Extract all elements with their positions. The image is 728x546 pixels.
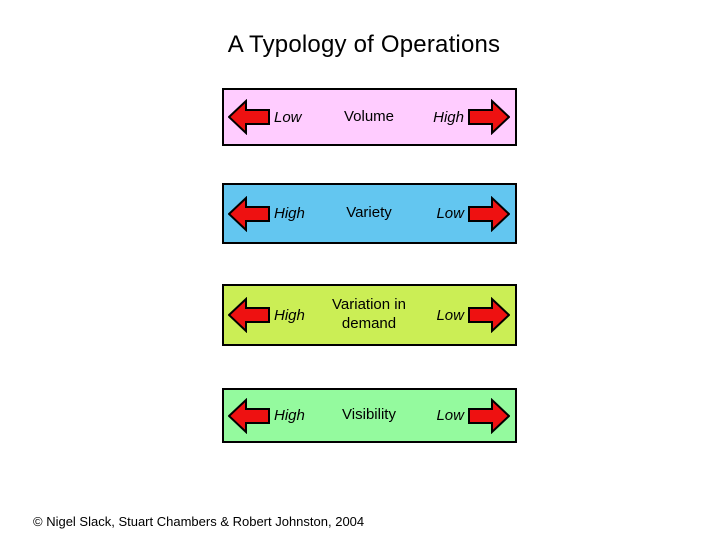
block-arrow-right-icon	[468, 195, 510, 232]
bar-right-label: High	[433, 108, 464, 126]
block-arrow-left-icon	[228, 99, 270, 135]
bar-center-label-wrap: Variation in demand	[332, 296, 406, 334]
block-arrow-right-icon	[468, 99, 510, 135]
block-arrow-left-icon	[228, 297, 270, 333]
bar-center-label-wrap: Visibility	[332, 406, 406, 425]
page-title: A Typology of Operations	[227, 31, 501, 58]
bar-center-label: Variety	[346, 204, 392, 222]
block-arrow-right-icon	[468, 297, 510, 333]
bar-center-label-wrap: Volume	[332, 108, 406, 127]
bar-right-label: Low	[436, 205, 464, 222]
bar-right-label: Low	[436, 306, 464, 324]
copyright-text: © Nigel Slack, Stuart Chambers & Robert …	[33, 514, 365, 529]
bar-left-label: High	[274, 407, 305, 424]
block-arrow-left-icon	[228, 397, 270, 434]
bar-right-label: Low	[436, 407, 464, 424]
bar-left-label: High	[274, 306, 305, 324]
bar-left-label: Low	[274, 108, 302, 126]
bar-volume: Low Volume High	[222, 88, 517, 146]
block-arrow-left-icon	[228, 195, 270, 232]
bar-center-label-wrap: Variety	[332, 204, 406, 223]
bar-center-label: Volume	[343, 107, 395, 125]
bar-left-label: High	[274, 205, 305, 222]
bar-center-label: Visibility	[342, 406, 396, 424]
bar-variety: High Variety Low	[222, 183, 517, 244]
bar-variation-in-demand: High Variation in demand Low	[222, 284, 517, 346]
block-arrow-right-icon	[468, 397, 510, 434]
bar-center-label: Variation in demand	[332, 296, 406, 332]
bar-visibility: High Visibility Low	[222, 388, 517, 443]
